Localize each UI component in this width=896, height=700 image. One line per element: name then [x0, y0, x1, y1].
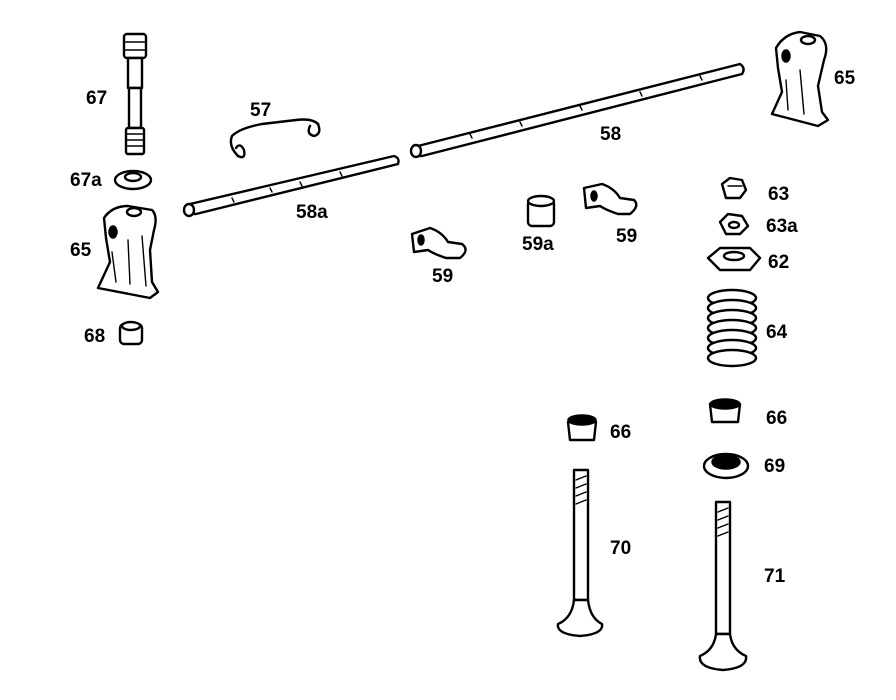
label-63a: 63a [766, 216, 798, 237]
part-70-valve [556, 468, 604, 638]
part-64-valve-spring [706, 288, 758, 368]
label-64: 64 [766, 322, 788, 343]
part-63a-nut [718, 212, 750, 236]
label-59a: 59a [522, 234, 554, 255]
part-57-spring-clip [229, 118, 321, 159]
label-57: 57 [250, 100, 271, 121]
part-65-bracket-left [96, 204, 160, 300]
part-68-sleeve [118, 320, 144, 346]
label-63: 63 [768, 184, 789, 205]
part-63-cap-nut [720, 176, 748, 200]
label-65-right: 65 [834, 68, 856, 89]
label-62: 62 [768, 252, 789, 273]
label-66-right: 66 [766, 408, 787, 429]
label-67: 67 [86, 88, 107, 109]
label-58: 58 [600, 124, 621, 145]
part-65-bracket-right [770, 30, 830, 128]
part-62-retainer [706, 246, 762, 272]
part-69-spring-seat [702, 452, 750, 480]
label-58a: 58a [296, 202, 328, 223]
label-66-left: 66 [610, 422, 631, 443]
label-59-right: 59 [616, 226, 637, 247]
label-71: 71 [764, 566, 786, 587]
label-67a: 67a [70, 170, 102, 191]
label-59-left: 59 [432, 266, 453, 287]
part-59a-bushing [526, 194, 556, 228]
part-71-valve [698, 500, 748, 672]
part-58a-short-shaft [182, 154, 400, 218]
part-59-rocker-arm-right [582, 182, 638, 216]
part-66-stem-seal-left [566, 414, 598, 442]
part-67-stud [122, 32, 148, 156]
label-69: 69 [764, 456, 785, 477]
part-67a-washer [113, 169, 153, 191]
label-65-left: 65 [70, 240, 92, 261]
part-66-stem-seal-right [708, 398, 742, 424]
part-58-long-shaft [409, 62, 745, 159]
label-70: 70 [610, 538, 631, 559]
label-68: 68 [84, 326, 105, 347]
part-59-rocker-arm-left [410, 226, 467, 260]
